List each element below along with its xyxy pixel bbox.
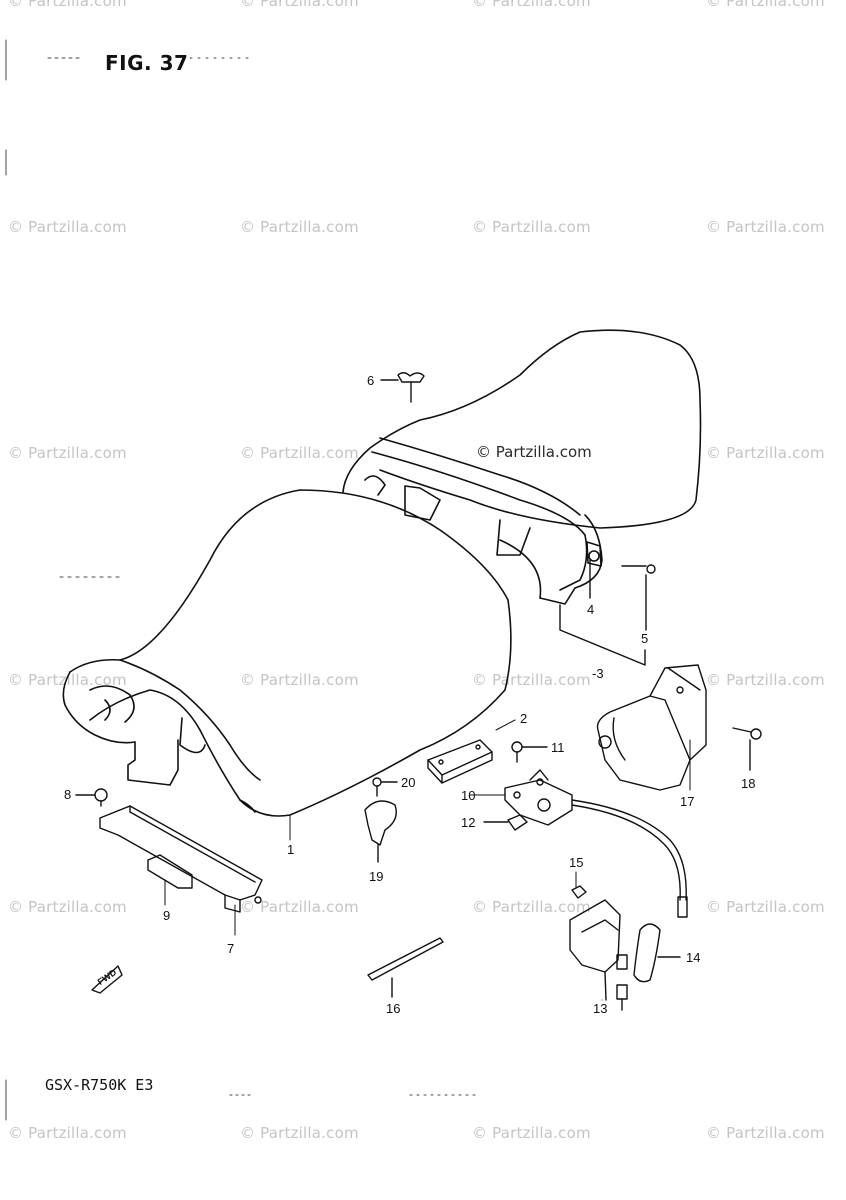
watermark: © Partzilla.com [472,671,591,689]
watermark: © Partzilla.com [240,1124,359,1142]
watermark-center: © Partzilla.com [476,443,592,461]
bolt-11 [511,741,548,763]
callout-5: 5 [641,631,649,646]
callout-4: 4 [587,602,595,617]
rear-seat [342,329,702,605]
callout-8: 8 [64,787,72,802]
callout-17: 17 [680,794,695,809]
callout-19: 19 [369,869,384,884]
leader-3 [559,604,646,666]
seat-tray [99,805,263,913]
seat-lock-plate-cable [504,769,688,918]
callout-12: 12 [461,815,476,830]
callout-13: 13 [593,1001,608,1016]
watermark: © Partzilla.com [8,444,127,462]
lock-arm-14 [633,923,681,983]
callout-16: 16 [386,1001,401,1016]
watermark: © Partzilla.com [706,671,825,689]
callout-2: 2 [520,711,528,726]
callout-11: 11 [551,740,565,755]
watermark: © Partzilla.com [472,0,591,10]
callout-7: 7 [227,941,235,956]
watermark: © Partzilla.com [8,1124,127,1142]
watermark: © Partzilla.com [240,444,359,462]
watermark: © Partzilla.com [8,671,127,689]
front-seat [62,489,512,817]
nut-12 [483,814,528,831]
bracket-2 [427,739,493,784]
watermark: © Partzilla.com [240,898,359,916]
leader-lines [164,719,691,1001]
watermark: © Partzilla.com [8,0,127,10]
callout-9: 9 [163,908,171,923]
cable-tie-16 [367,937,444,998]
callout-10: 10 [461,788,476,803]
watermark: © Partzilla.com [706,0,825,10]
callout-1: 1 [287,842,295,857]
figure-title: FIG. 37 [105,51,189,75]
scan-edge-marks [5,39,481,1121]
screw-8 [75,788,108,807]
watermark: © Partzilla.com [8,218,127,236]
watermark: © Partzilla.com [240,671,359,689]
watermark: © Partzilla.com [240,0,359,10]
callout-3: -3 [592,666,604,681]
watermark: © Partzilla.com [8,898,127,916]
callout-15: 15 [569,855,584,870]
bolt-6 [380,372,425,403]
watermark: © Partzilla.com [472,898,591,916]
pad-9 [147,854,193,889]
callout-18: 18 [741,776,756,791]
seat-lock-13 [569,885,628,1011]
watermark: © Partzilla.com [706,444,825,462]
watermark: © Partzilla.com [240,218,359,236]
callout-14: 14 [686,950,701,965]
screw-18 [732,727,762,771]
seat-lock-cover [596,664,707,791]
watermark: © Partzilla.com [706,1124,825,1142]
callout-6: 6 [367,373,375,388]
bolt-5 [621,564,656,631]
clamp-19-20 [364,777,398,863]
fwd-arrow-icon [91,965,123,994]
model-code: GSX-R750K E3 [45,1076,154,1094]
watermark: © Partzilla.com [472,218,591,236]
watermark: © Partzilla.com [472,1124,591,1142]
watermark: © Partzilla.com [706,218,825,236]
watermark: © Partzilla.com [706,898,825,916]
callout-20: 20 [401,775,416,790]
